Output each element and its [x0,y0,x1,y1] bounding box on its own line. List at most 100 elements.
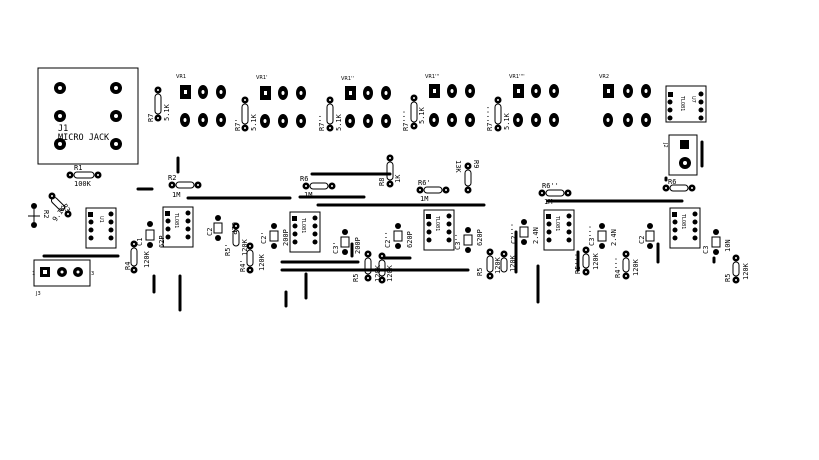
svg-text:R7: R7 [147,114,155,122]
resistor-r4-prime: R4' 120K [239,242,266,274]
pot-vr1: VR1 [176,74,226,127]
svg-text:120K: 120K [509,254,517,272]
capacitor-c2-prime: C2' 200P [260,223,290,249]
svg-text:J3: J3 [35,291,41,297]
svg-text:1M: 1M [420,195,428,203]
svg-text:3: 3 [91,271,94,277]
svg-text:TL081: TL081 [679,95,685,111]
svg-text:TL081: TL081 [300,217,306,233]
svg-text:120K: 120K [374,264,382,282]
svg-text:5.1K: 5.1K [503,112,511,130]
svg-text:2.4N: 2.4N [532,227,540,244]
resistor-r7-quad-prime: R7'''' 5.1K [486,96,511,132]
svg-text:R9: R9 [472,160,480,168]
capacitor-left: R2 [28,203,50,228]
resistor-r2: R2 1M [168,174,202,199]
svg-text:120K: 120K [742,262,750,280]
resistor-r4-triple-prime: R4''' 120K [614,250,640,280]
resistor-r4-mid: 120K [500,250,517,273]
svg-text:1M: 1M [304,191,312,199]
micro-jack-j1: J1 MICRO JACK [37,67,139,165]
svg-text:R5': R5' [224,243,232,256]
pot-vr1-quad-prime: VR1'''' [509,74,559,127]
svg-text:R6: R6 [668,178,676,186]
resistor-r5-center: R5 120K [352,250,382,282]
svg-text:10N: 10N [724,239,732,252]
svg-text:200P: 200P [354,237,362,254]
svg-text:TL081: TL081 [680,213,686,229]
svg-text:120K: 120K [258,253,266,271]
resistor-r7: R7 5.1K [147,86,171,122]
svg-text:C2: C2 [638,236,646,244]
resistor-r3: R3 9.1K [48,192,72,223]
potentiometer-row: VR1 VR1' VR1'' [176,74,651,128]
svg-text:R3: R3 [60,203,71,215]
svg-text:200P: 200P [282,229,290,246]
resistor-r9: R9 13K [454,160,480,194]
pot-vr2: VR2 [599,74,651,127]
svg-text:120K: 120K [241,238,249,256]
jack-designator: J1 [58,124,68,134]
svg-text:R6': R6' [418,179,431,187]
svg-text:R7'': R7'' [318,114,326,131]
svg-text:R5: R5 [476,268,484,276]
svg-text:1K: 1K [394,174,402,183]
svg-text:R7'''': R7'''' [486,106,494,131]
svg-text:C2': C2' [260,231,268,244]
ic-u1: U1 [85,207,117,249]
svg-text:U1: U1 [98,216,104,223]
svg-text:5.1K: 5.1K [335,113,343,131]
svg-text:VR1': VR1' [256,75,267,81]
svg-text:C2: C2 [206,228,214,236]
resistor-r6-right: R6 [662,178,696,192]
svg-text:5.1K: 5.1K [250,113,258,131]
svg-text:120K: 120K [592,252,600,270]
ic-u3: TL081 [289,211,321,253]
connector-j2: J2 [662,134,698,176]
r7-resistors: R7 5.1K R7' 5.1K R7'' 5.1K R7''' 5.1K [147,86,511,132]
capacitor-c1: C1 62P [136,221,166,248]
svg-text:R6'': R6'' [542,182,559,190]
pot-vr1-prime: VR1' [256,75,306,128]
resistor-r7-prime: R7' 5.1K [234,96,258,132]
svg-text:2.4N: 2.4N [610,229,618,246]
jack-name: MICRO JACK [58,133,110,143]
svg-text:C3'': C3'' [454,233,462,250]
svg-text:VR2: VR2 [599,74,609,80]
capacitor-c3-triple-prime: C3''' 2.4N [588,223,618,249]
capacitor-c3-double-prime: C3'' 620P [454,227,484,253]
svg-text:62P: 62P [158,235,166,248]
svg-text:R7''': R7''' [402,110,410,131]
jumper-wires [42,140,716,312]
svg-text:R4': R4' [239,259,247,272]
svg-text:R2: R2 [42,210,50,218]
capacitor-c2-triple-prime: C2''' 2.4N [510,219,540,245]
svg-text:620P: 620P [476,229,484,246]
svg-text:VR1'''': VR1'''' [509,74,525,80]
svg-text:1M: 1M [172,191,180,199]
svg-text:C3''': C3''' [588,225,596,246]
pot-vr1-double-prime: VR1'' [341,76,391,128]
svg-text:C3': C3' [332,241,340,254]
svg-text:J2: J2 [662,142,668,148]
ic-u6: TL081 [669,207,701,249]
capacitor-c2-right: C2 [638,223,655,249]
svg-text:5.1K: 5.1K [163,103,171,121]
svg-text:5.1K: 5.1K [418,106,426,124]
resistor-r4-left: R4 120K [124,240,151,274]
svg-text:R7': R7' [234,118,242,131]
svg-text:R5: R5 [352,274,360,282]
connector-j3: 1 3 J3 [32,259,94,297]
resistor-r5-mid: R5 120K [476,248,502,280]
svg-text:13K: 13K [454,160,462,173]
resistor-r5-prime: R5' 120K [224,222,249,256]
capacitor-c3-prime: C3' 200P [332,229,362,255]
svg-text:120K: 120K [386,264,394,282]
svg-text:120K: 120K [143,250,151,268]
resistor-r7-triple-prime: R7''' 5.1K [402,94,426,131]
ic-u2: TL081 [162,206,194,248]
svg-text:VR1: VR1 [176,74,186,80]
svg-text:VR1''': VR1''' [425,74,439,80]
svg-text:R8: R8 [378,178,386,186]
resistor-r1: R1 100K [66,164,102,188]
